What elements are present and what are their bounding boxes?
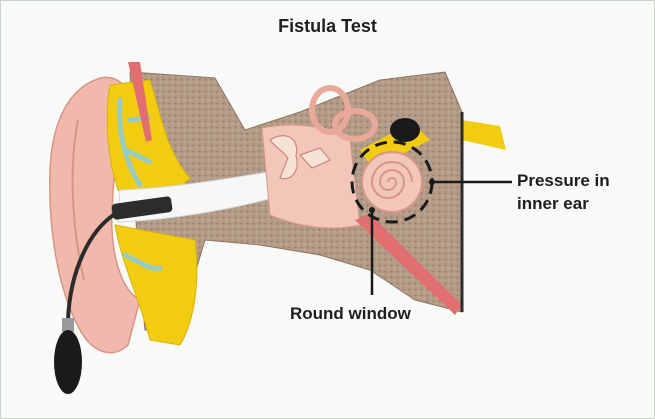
- facial-nerve: [462, 120, 506, 150]
- pressure-label-line1: Pressure in: [517, 169, 647, 192]
- pressure-label: Pressure in inner ear: [517, 169, 647, 215]
- pressure-label-line2: inner ear: [517, 192, 647, 215]
- cochlea: [362, 152, 422, 212]
- round-window-label: Round window: [290, 302, 411, 325]
- nerve-ganglion: [390, 118, 420, 142]
